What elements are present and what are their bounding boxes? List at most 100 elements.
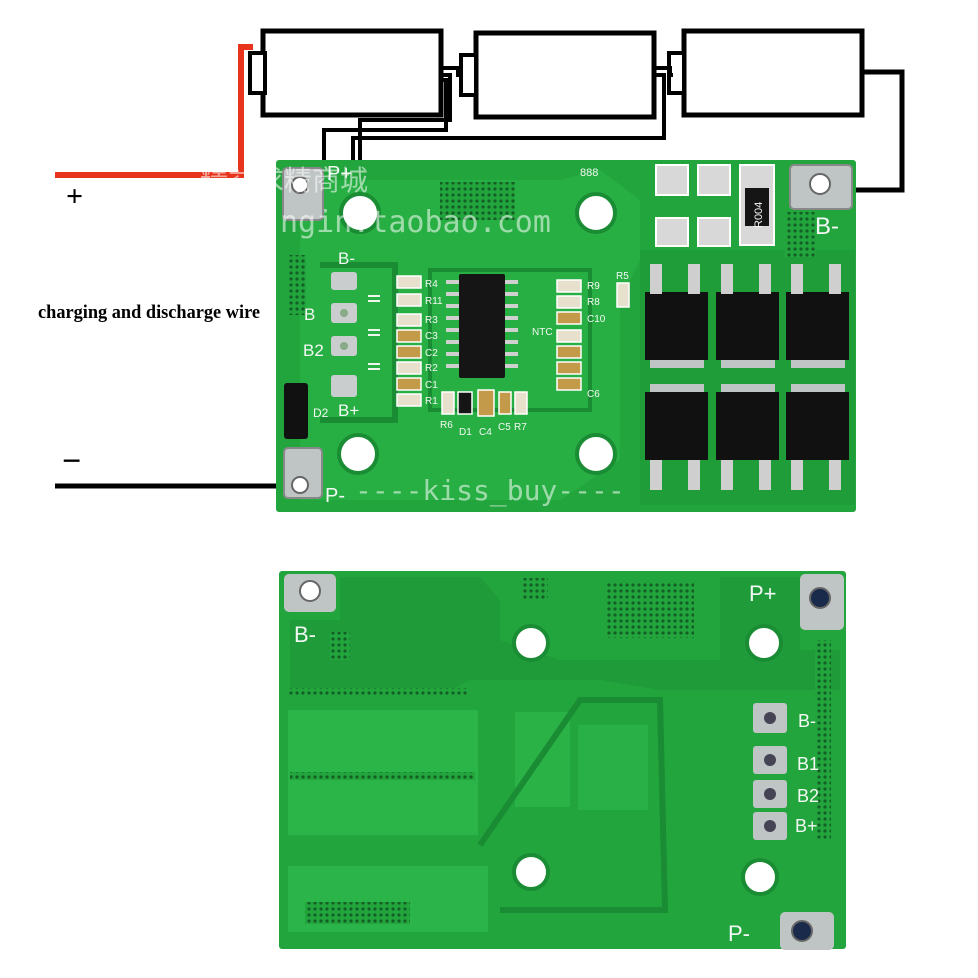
label-b-plus-top: B+ [338, 401, 359, 420]
labels-bottom-row: R6 D1 C4 C5 R7 [440, 420, 527, 438]
labels-left-column: R4 R11 R3 C3 C2 R2 C1 R1 [425, 279, 443, 407]
label-ntc: NTC [532, 327, 553, 338]
label-p-plus-bottom: P+ [749, 581, 777, 606]
mosfet-heatsink-tab [791, 360, 845, 368]
label-chip-code: 888 [580, 167, 598, 179]
pcb-top-pour-right [640, 250, 855, 505]
label-r4: R4 [425, 279, 438, 290]
label-b2-bottom: B2 [797, 786, 819, 806]
label-r11: R11 [425, 296, 443, 307]
mosfet [786, 392, 849, 490]
minus-label: − [62, 443, 81, 480]
mosfet-heatsink-tab [721, 384, 775, 392]
battery-cell-2-terminal [459, 53, 478, 97]
mosfet-array [645, 264, 849, 490]
balance-pad-bminus [331, 272, 357, 290]
label-r6: R6 [440, 420, 453, 431]
label-d2: D2 [313, 406, 329, 420]
label-p-plus-top: P+ [327, 163, 352, 185]
mounting-hole [741, 858, 779, 896]
mosfet-heatsink-tab [650, 360, 704, 368]
via-field-top [288, 182, 815, 315]
via-field-bottom [290, 772, 475, 780]
label-c3: C3 [425, 331, 438, 342]
via-field-bottom [288, 688, 468, 696]
label-r1: R1 [425, 396, 438, 407]
bottom-balance-pad-hole [764, 788, 776, 800]
pcb-bottom-pour-top [290, 577, 840, 690]
mounting-hole [337, 433, 379, 475]
label-r7: R7 [514, 422, 527, 433]
label-d1: D1 [459, 427, 472, 438]
label-b-minus-bottom-top: B- [294, 622, 316, 647]
wire-caption: charging and discharge wire [38, 302, 260, 323]
label-b1-top: B [304, 305, 315, 324]
resistor-column-right [556, 279, 582, 391]
battery-cell-1-terminal [248, 51, 267, 95]
pcb-top: P+ B- B- B B2 B+ D2 P- [200, 160, 856, 512]
via-field-bottom [330, 632, 350, 660]
bottom-pad-hole [791, 920, 813, 942]
bottom-balance-pad-hole [764, 820, 776, 832]
via-field-bottom [522, 578, 548, 600]
via-field-bottom [815, 640, 831, 840]
watermark-cn: 精益求精商城 [200, 164, 368, 197]
mounting-hole [512, 853, 550, 891]
label-b2-top: B2 [303, 341, 324, 360]
p-plus-pad-hole [291, 176, 309, 194]
balance-pad-bplus [331, 375, 357, 397]
label-r9: R9 [587, 281, 600, 292]
resistor-column-left [396, 275, 422, 407]
mosfet [786, 264, 849, 360]
mounting-hole [512, 624, 550, 662]
mosfet-heatsink-tab [650, 384, 704, 392]
mosfet [645, 392, 708, 490]
label-c1: C1 [425, 380, 438, 391]
label-b-minus-right: B- [815, 213, 839, 240]
mosfet-heatsink-tab [721, 360, 775, 368]
label-r5: R5 [616, 271, 629, 282]
bottom-pad-hole [809, 587, 831, 609]
label-c2: C2 [425, 348, 438, 359]
mounting-hole [339, 192, 381, 234]
label-b1-bottom: B1 [797, 754, 819, 774]
label-p-minus-top: P- [325, 485, 345, 507]
label-r004: R004 [753, 202, 765, 228]
pcb-top-trace-chip [428, 268, 592, 412]
cap-symbols [368, 295, 380, 370]
mosfet [645, 264, 708, 360]
pcb-bottom: P+ B- B- B1 B2 B+ P- [279, 571, 846, 950]
bottom-balance-pad-hole [764, 712, 776, 724]
plus-label: + [66, 180, 83, 213]
labels-right-column: R9 R8 C10 NTC C6 [532, 281, 606, 400]
label-c4: C4 [479, 427, 492, 438]
watermark-strip: ----kiss_buy---- [355, 474, 625, 508]
label-r2: R2 [425, 363, 438, 374]
diode-d2 [284, 383, 308, 439]
pcb-bottom-trace-loop [477, 697, 669, 913]
balance-wire-b2-b [654, 66, 673, 77]
watermark-url: ngin.taobao.com [280, 205, 551, 240]
battery-cell-2 [473, 30, 657, 120]
mosfet [716, 392, 779, 490]
label-b-minus-bottom-side: B- [798, 711, 816, 731]
bottom-balance-pad-hole [764, 754, 776, 766]
label-r8: R8 [587, 297, 600, 308]
label-b-plus-bottom: B+ [795, 816, 818, 836]
components-bottom-row [441, 389, 528, 417]
b-minus-pad-hole [809, 173, 831, 195]
bottom-pad-hole [299, 580, 321, 602]
pcb-top-trace-frame [320, 262, 398, 423]
shunt-resistors [655, 164, 775, 247]
balance-wire-b1-b [441, 66, 463, 77]
via-field-bottom [305, 902, 410, 924]
mosfet-heatsink-tab [791, 384, 845, 392]
label-c5: C5 [498, 422, 511, 433]
label-b-minus-left: B- [338, 249, 355, 268]
wires [55, 44, 905, 489]
mounting-hole [745, 624, 783, 662]
balance-pad-b1-hole [340, 309, 348, 317]
label-c10: C10 [587, 314, 606, 325]
via-field-bottom [606, 582, 694, 638]
